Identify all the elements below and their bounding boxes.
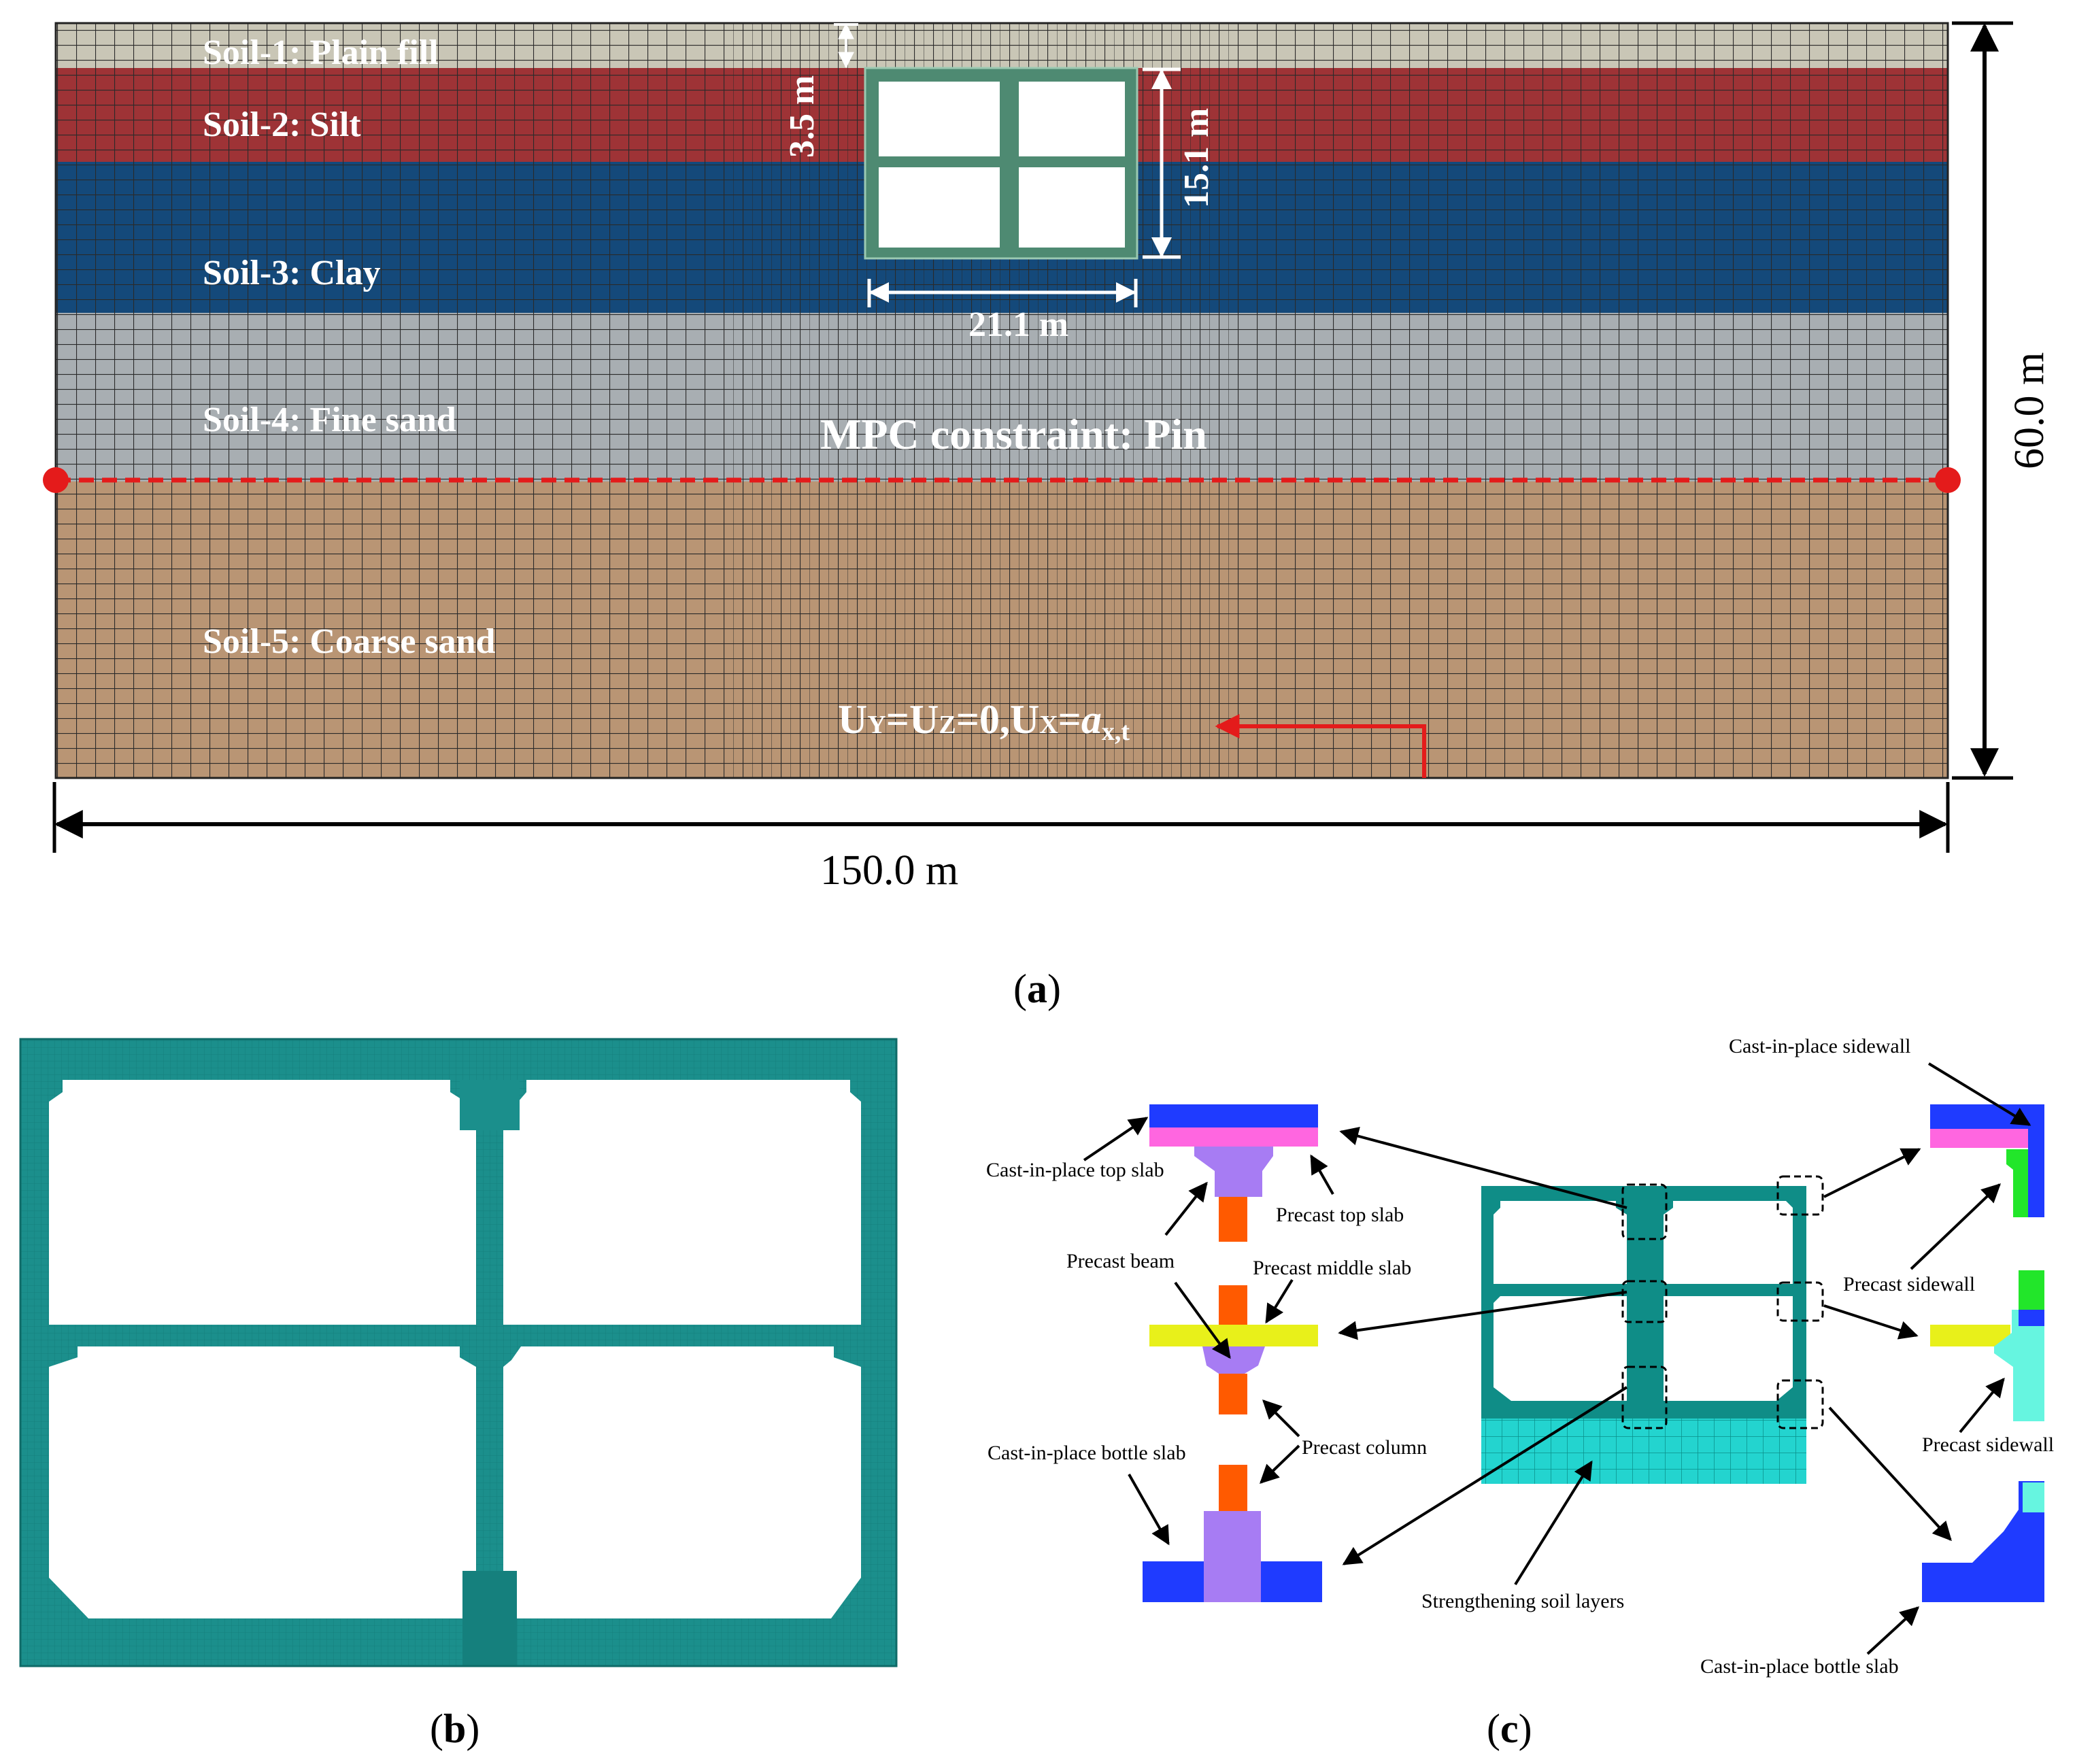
central-station	[1481, 1175, 1824, 1484]
void-lower-right	[503, 1346, 861, 1618]
label-precast-middle-slab: Precast middle slab	[1253, 1257, 1411, 1279]
top-joint-assembly	[1149, 1104, 1318, 1242]
label-strengthening-soil: Strengthening soil layers	[1421, 1590, 1624, 1612]
mpc-label: MPC constraint: Pin	[820, 410, 1207, 458]
void-upper-left	[49, 1080, 476, 1325]
station-structure	[864, 67, 1138, 260]
bc-arrow	[1215, 714, 1426, 778]
leader-arrows	[1083, 1062, 2031, 1655]
caption-b: (b)	[430, 1706, 479, 1751]
void-upper-right	[503, 1080, 861, 1325]
middle-joint-assembly	[1149, 1285, 1318, 1414]
soil-label-3: Soil-3: Clay	[203, 254, 380, 292]
label-cast-sidewall: Cast-in-place sidewall	[1729, 1035, 1910, 1057]
void-lower-left	[49, 1346, 476, 1618]
dim-height-label: 15.1 m	[1177, 108, 1216, 208]
panel-b-station-mesh: (b)	[19, 1038, 898, 1751]
label-precast-sidewall-2: Precast sidewall	[1922, 1434, 2054, 1456]
panel-c-precast-components: Cast-in-place top slab Precast top slab …	[986, 1035, 2054, 1751]
label-precast-top-slab: Precast top slab	[1276, 1204, 1404, 1226]
soil-label-4: Soil-4: Fine sand	[203, 401, 456, 439]
caption-c: (c)	[1487, 1706, 1532, 1751]
dim-model-height-label: 60.0 m	[2006, 352, 2053, 469]
sidewall-bottom-detail	[1922, 1481, 2044, 1602]
mpc-node-right	[1935, 467, 1961, 493]
label-precast-sidewall-1: Precast sidewall	[1843, 1273, 1975, 1295]
mpc-node-left	[43, 467, 69, 493]
soil-label-5: Soil-5: Coarse sand	[203, 622, 496, 661]
soil-label-1: Soil-1: Plain fill	[203, 33, 439, 72]
sidewall-top-detail	[1930, 1104, 2044, 1217]
sidewall-middle-detail	[1930, 1270, 2044, 1421]
label-precast-column: Precast column	[1302, 1436, 1427, 1459]
bottom-joint-assembly	[1143, 1465, 1322, 1602]
dim-depth-label: 3.5 m	[783, 75, 822, 158]
label-precast-beam: Precast beam	[1066, 1250, 1175, 1272]
label-cast-top-slab: Cast-in-place top slab	[986, 1159, 1164, 1181]
panel-a-soil-model: Soil-1: Plain fill Soil-2: Silt Soil-3: …	[43, 21, 2053, 1011]
model-border	[54, 22, 1949, 779]
dim-model-width-label: 150.0 m	[820, 847, 958, 894]
caption-a: (a)	[1013, 966, 1061, 1011]
soil-label-2: Soil-2: Silt	[203, 105, 361, 144]
label-cast-bottle-slab-left: Cast-in-place bottle slab	[988, 1442, 1186, 1464]
dim-width-label: 21.1 m	[968, 305, 1068, 344]
bc-label: UY=UZ=0,UX=ax,t	[838, 697, 1130, 746]
label-cast-bottle-slab-right: Cast-in-place bottle slab	[1700, 1655, 1899, 1678]
